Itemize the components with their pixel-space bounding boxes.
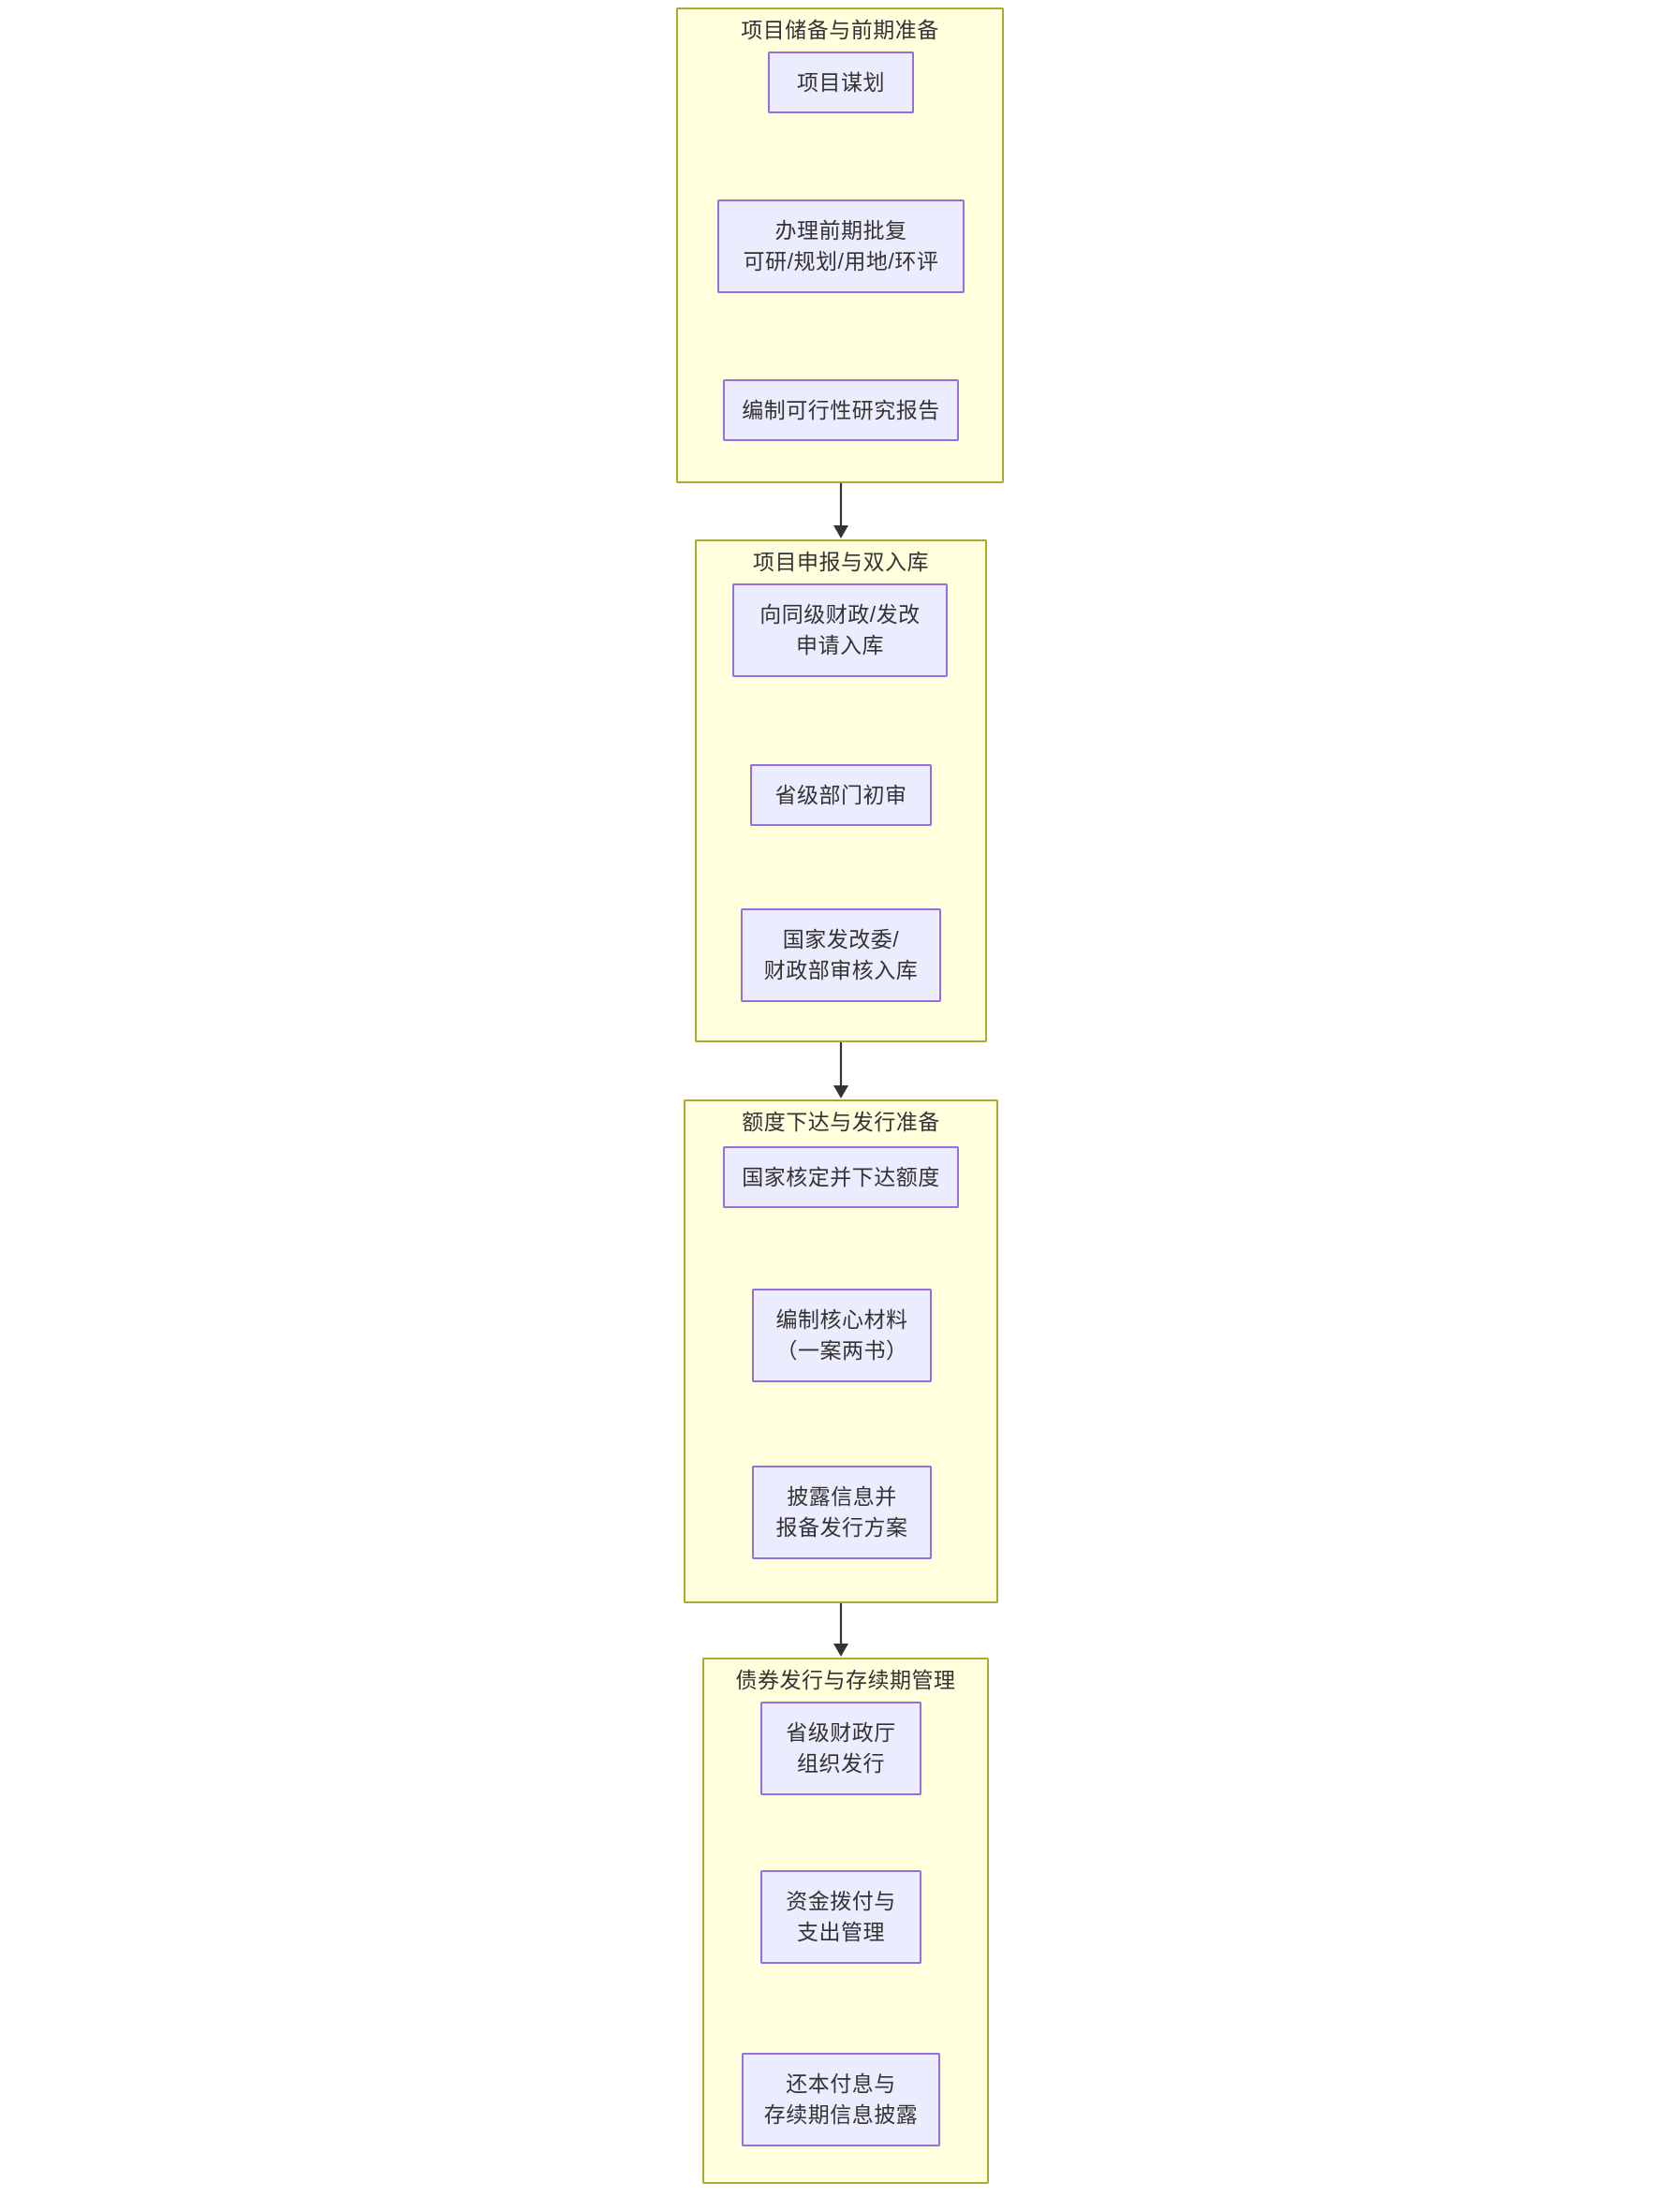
arrowhead-icon (833, 525, 848, 538)
node-n5[interactable]: 省级部门初审 (750, 764, 932, 826)
cluster-title-cluster4: 债券发行与存续期管理 (735, 1668, 956, 1692)
cluster-title-cluster3: 额度下达与发行准备 (742, 1110, 940, 1134)
node-n11[interactable]: 资金拨付与 支出管理 (760, 1870, 921, 1964)
arrowhead-icon (833, 1644, 848, 1657)
node-n1[interactable]: 项目谋划 (768, 52, 914, 113)
node-n4[interactable]: 向同级财政/发改 申请入库 (732, 583, 948, 677)
node-label: 资金拨付与 支出管理 (786, 1889, 896, 1944)
node-label: 国家核定并下达额度 (742, 1164, 940, 1189)
node-label: 编制可行性研究报告 (742, 397, 940, 422)
node-label: 办理前期批复 可研/规划/用地/环评 (743, 218, 939, 273)
node-n8[interactable]: 编制核心材料 （一案两书） (752, 1289, 932, 1382)
node-n2[interactable]: 办理前期批复 可研/规划/用地/环评 (717, 199, 965, 293)
node-label: 省级财政厅 组织发行 (786, 1720, 896, 1776)
node-label: 披露信息并 报备发行方案 (775, 1484, 908, 1540)
node-n7[interactable]: 国家核定并下达额度 (723, 1146, 959, 1208)
node-n6[interactable]: 国家发改委/ 财政部审核入库 (741, 908, 941, 1002)
node-label: 省级部门初审 (774, 782, 907, 807)
node-n10[interactable]: 省级财政厅 组织发行 (760, 1702, 921, 1795)
node-label: 项目谋划 (797, 69, 885, 95)
node-label: 编制核心材料 （一案两书） (775, 1307, 908, 1363)
cluster-title-cluster1: 项目储备与前期准备 (741, 18, 939, 42)
node-n3[interactable]: 编制可行性研究报告 (723, 379, 959, 441)
node-label: 国家发改委/ 财政部审核入库 (763, 927, 919, 982)
arrowhead-icon (833, 1085, 848, 1098)
node-label: 还本付息与 存续期信息披露 (763, 2072, 919, 2127)
node-label: 向同级财政/发改 申请入库 (759, 602, 921, 657)
node-n9[interactable]: 披露信息并 报备发行方案 (752, 1466, 932, 1559)
node-n12[interactable]: 还本付息与 存续期信息披露 (742, 2053, 940, 2146)
cluster-title-cluster2: 项目申报与双入库 (753, 550, 929, 574)
